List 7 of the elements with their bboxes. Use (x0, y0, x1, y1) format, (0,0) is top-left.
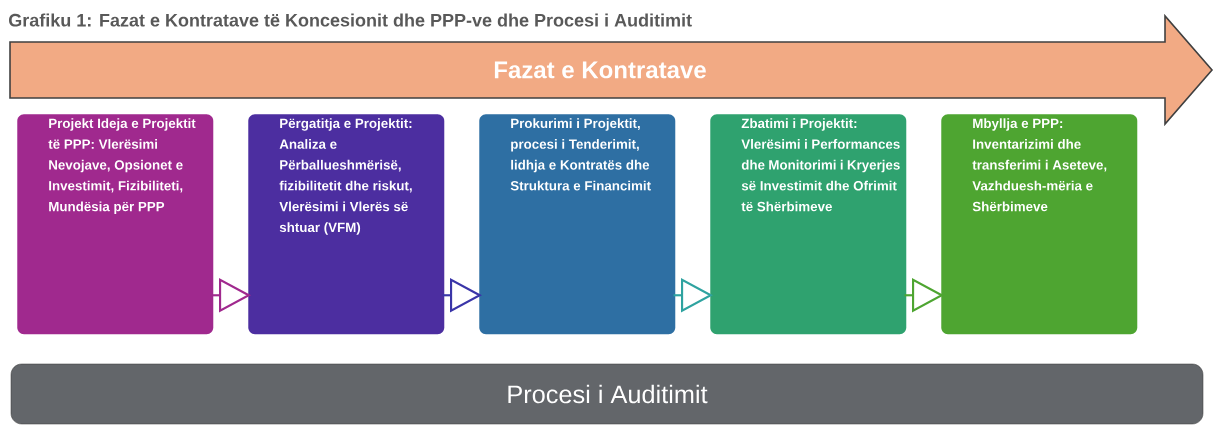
phase-box: Zbatimi i Projektit: Vlerësimi i Performances dhe Monitorimi i Kryerjes së Investimit dhe Ofrimit të Shërbimeve (710, 114, 907, 335)
title: Grafiku 1: Fazat e Kontratave të Koncesionit dhe PPP-ve dhe Procesi i Auditimit (9, 13, 692, 27)
phase-box: Mbyllja e PPP: Inventarizimi dhe transferimi i Aseteve, Vazhduesh-mëria e Shërbimeve (941, 114, 1138, 335)
phase-box: Prokurimi i Projektit, procesi i Tenderimit, lidhja e Kontratës dhe Struktura e Financimit (479, 114, 676, 335)
phase-box: Përgatitja e Projektit: Analiza e Përballueshmërisë, fizibilitetit dhe riskut, Vlerësimi i Vlerës së shtuar (VFM) (248, 114, 445, 335)
phase-box: Projekt Ideja e Projektit të PPP: Vlerësimi Nevojave, Opsionet e Investimit, Fizibiliteti, Mundësia për PPP (17, 114, 214, 335)
audit-bar: Procesi i Auditimit (10, 363, 1204, 425)
